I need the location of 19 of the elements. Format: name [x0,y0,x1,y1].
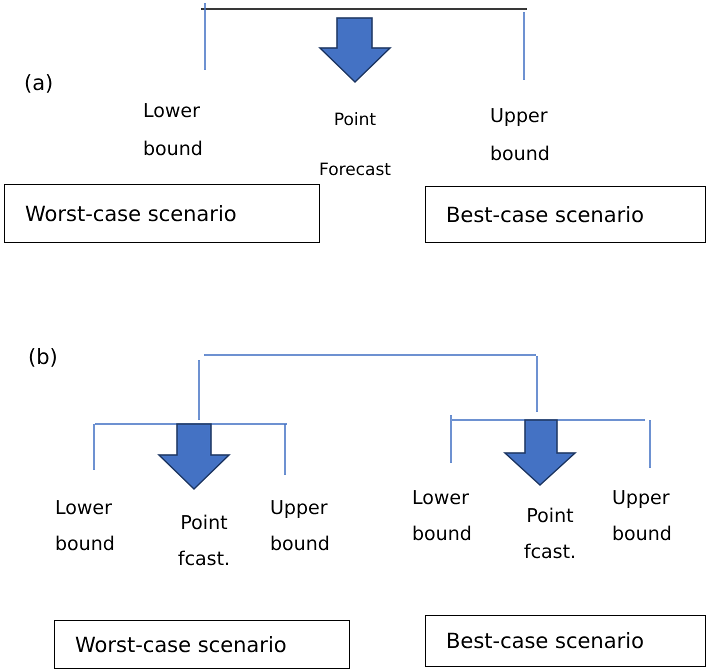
forecast-label: Point fcast. [522,504,578,565]
scenario-box [54,620,350,669]
scenario-box [425,186,706,243]
bound-label: Upper bound [270,496,331,557]
scenario-box [425,615,706,667]
panel-label: (b) [28,344,59,371]
bound-label: Upper bound [490,104,551,167]
panel-label: (a) [24,70,54,97]
bound-label: Upper bound [612,486,673,547]
scenario-label: Worst-case scenario [25,202,237,226]
scenario-box [4,184,320,243]
scenario-label: Best-case scenario [446,629,644,653]
forecast-label: Point Forecast [318,109,392,182]
scenario-label: Best-case scenario [446,202,644,226]
scenario-label: Worst-case scenario [75,632,287,656]
bound-label: Lower bound [412,486,473,547]
forecast-label: Point fcast. [176,511,232,572]
bound-label: Lower bound [143,99,204,162]
bound-label: Lower bound [55,496,116,557]
